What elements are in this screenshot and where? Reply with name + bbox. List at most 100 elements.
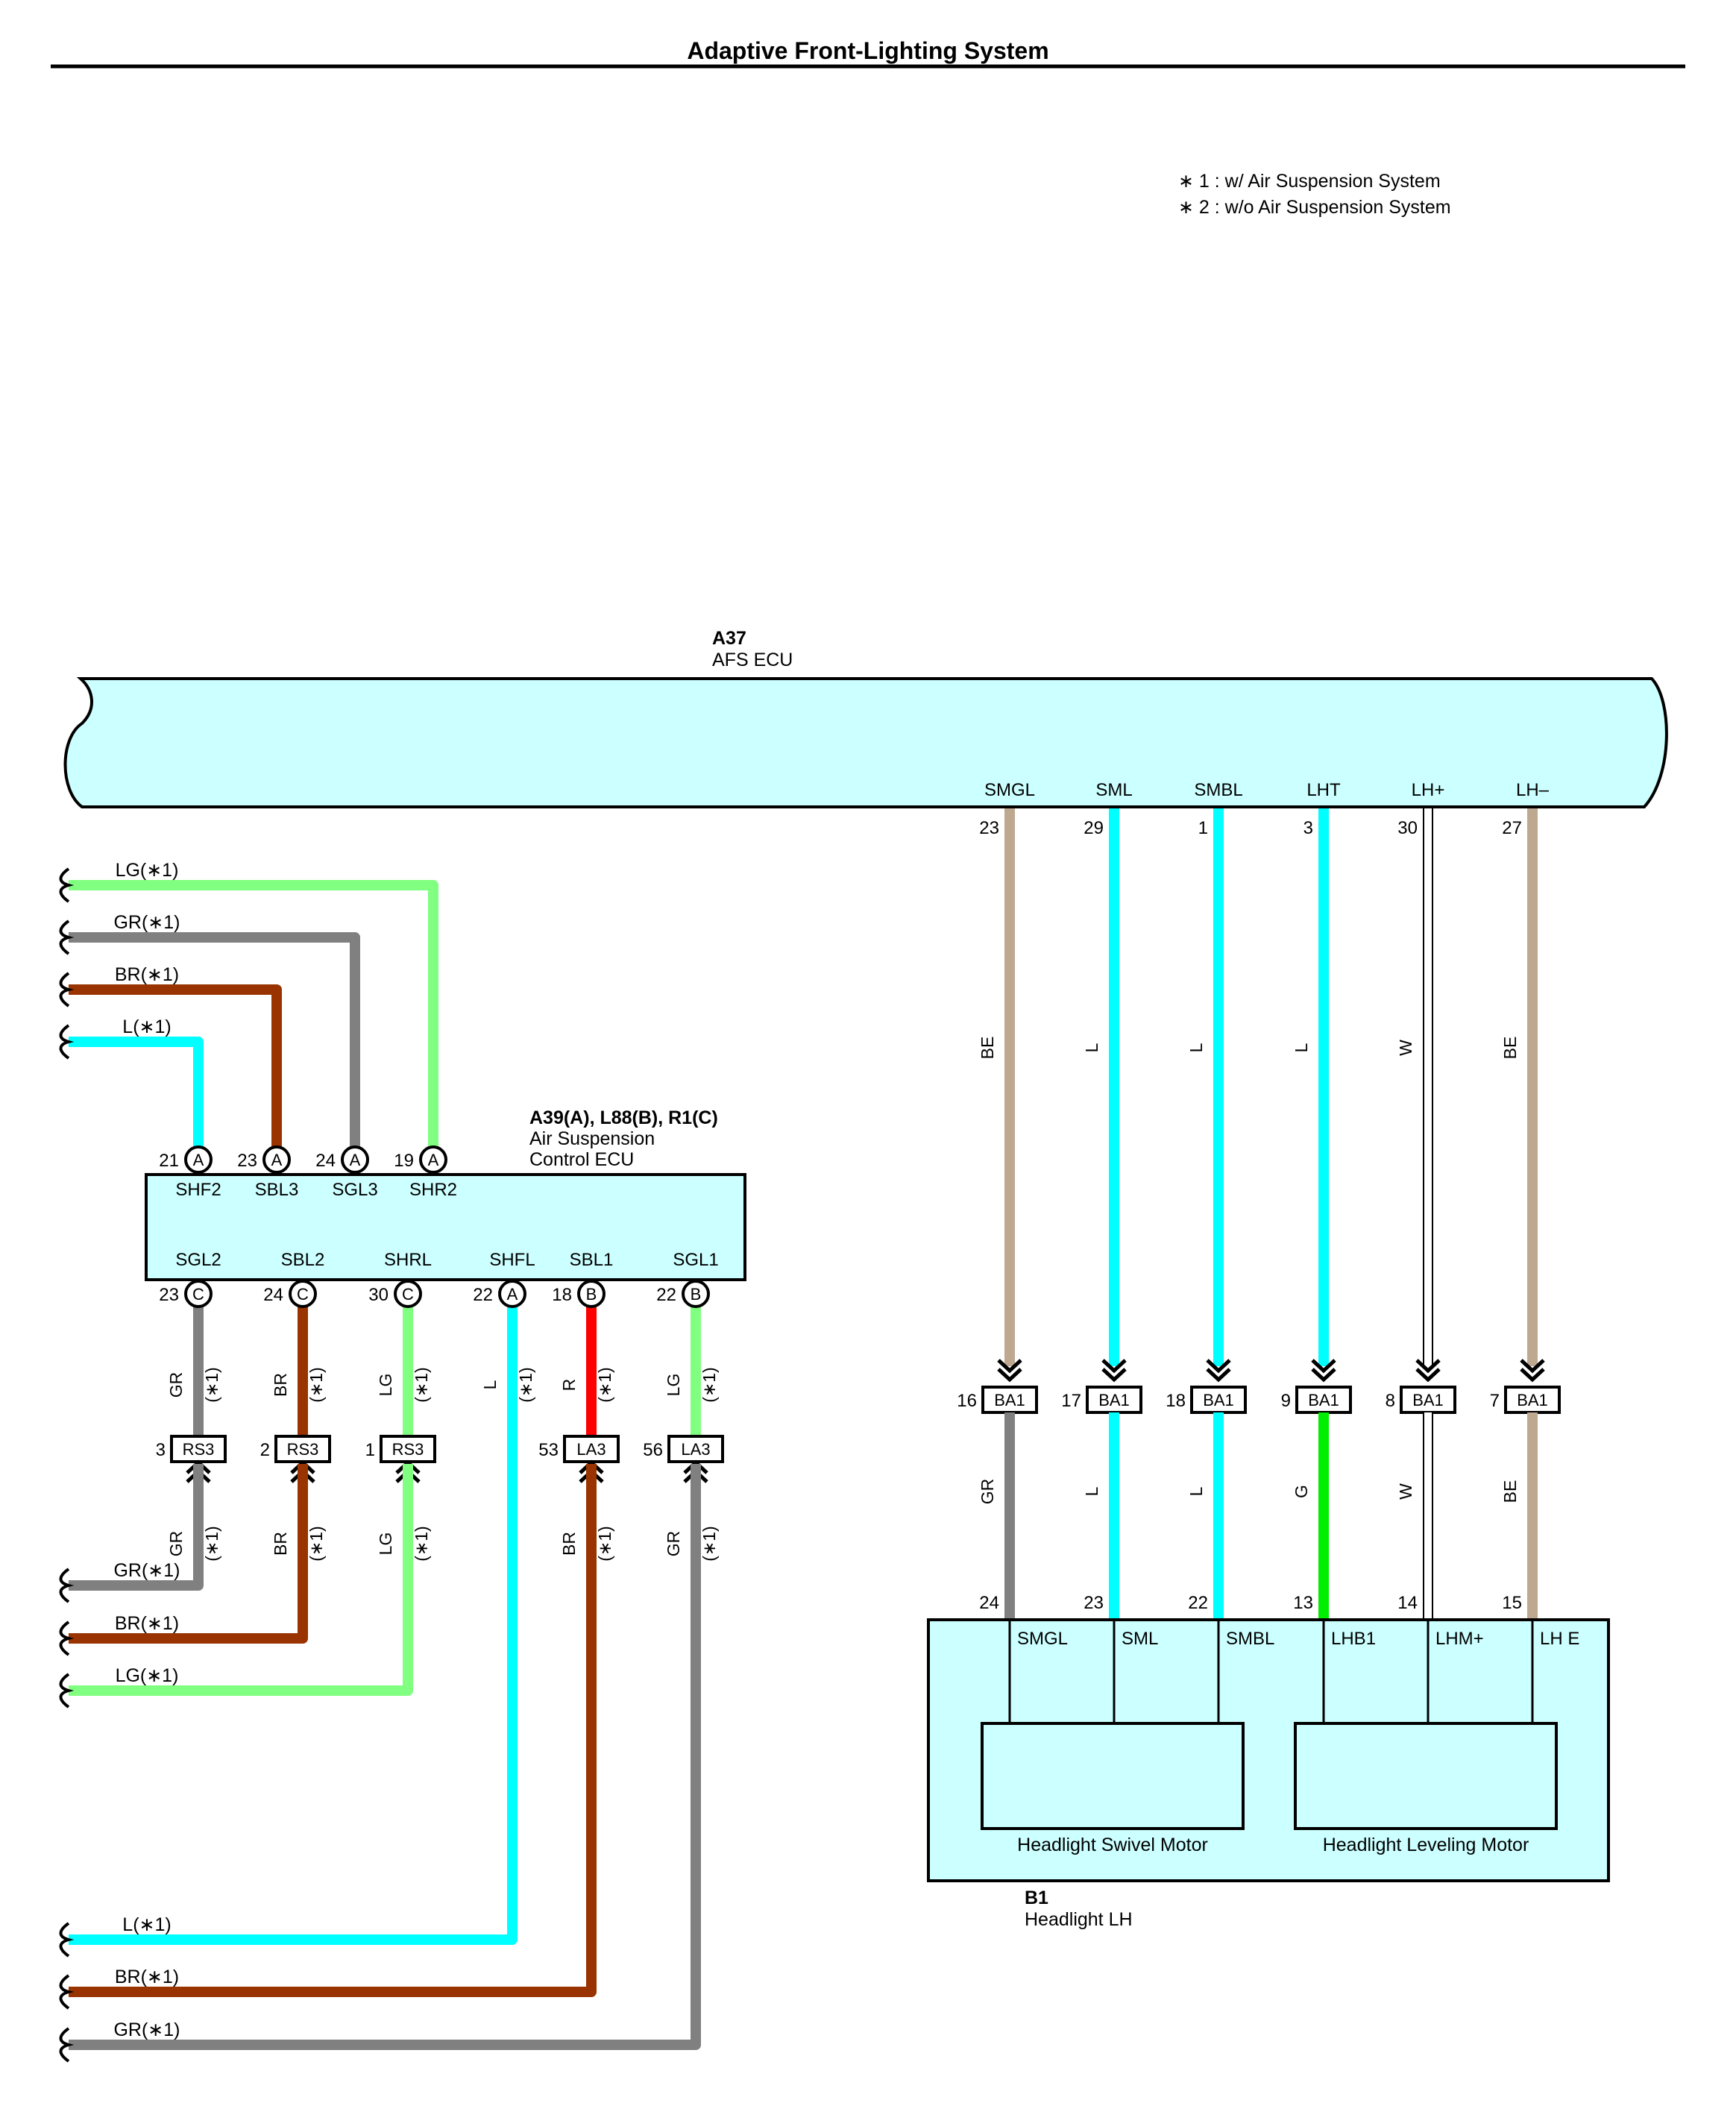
b1-pin-22: 22 [1188,1593,1208,1613]
headlight-leveling-motor-box [1294,1722,1558,1830]
air-junction-RS3-3-label: RS3 [183,1440,215,1459]
afs-signal-SMGL: SMGL [984,780,1035,800]
air-bottom-wire-note-SHFL: (∗1) [516,1367,535,1402]
air-bottom-signal-SBL1: SBL1 [570,1250,614,1270]
air-bottom-wire2-SBL1 [69,1464,597,1997]
afs-wire-group: BEBA116GR24LBA117L23LBA118L22LBA19G13WBA… [957,808,1561,1620]
air-bottom-wire2-SGL2 [69,1464,204,1591]
air-top-wire-label-SBL3: BR(∗1) [115,964,179,985]
air-bottom-wire-code-SBL2: BR [271,1373,290,1397]
air-bottom-connector-SBL2-letter: C [297,1285,309,1304]
air-ecu-code: A39(A), L88(B), R1(C) [529,1107,718,1128]
afs-wire-code-top-LH+: W [1396,1040,1415,1056]
air-bottom-wire2-SHRL [69,1464,413,1696]
air-bottom-break-SGL1 [59,2027,70,2063]
air-bottom-pin-SBL2: 24 [263,1285,283,1305]
air-top-wire-SBL3 [69,984,282,1160]
air-bottom-wire2-code-SBL2: BR [271,1532,290,1556]
air-top-wire-label-SHR2: LG(∗1) [116,860,179,881]
air-bottom-connector-SHRL-letter: C [402,1285,414,1304]
air-top-wire-label-SHF2: L(∗1) [122,1016,171,1037]
b1-signal-3: LHB1 [1331,1629,1376,1649]
air-junction-LA3-56 [667,1435,724,1463]
b1-pin-24: 24 [979,1593,999,1613]
air-bottom-pin-SHRL: 30 [368,1285,389,1305]
air-bottom-signal-SGL2: SGL2 [175,1250,221,1270]
b1-pin-15: 15 [1502,1593,1522,1613]
ba1-connector-8-label: BA1 [1412,1391,1444,1409]
ba1-connector-17 [1086,1386,1142,1414]
air-bottom-wire2-note-SGL1: (∗1) [699,1526,719,1561]
air-bottom-wire2-note-SBL1: (∗1) [595,1526,614,1561]
air-top-wire-SHR2 [69,880,438,1160]
air-bottom-pin-SGL1: 22 [656,1285,676,1305]
ba1-pin-17: 17 [1061,1391,1081,1411]
b1-signal-0: SMGL [1017,1629,1068,1649]
afs-wire-code-top-LH–: BE [1500,1037,1520,1060]
air-bottom-break-SGL2 [59,1568,70,1603]
afs-wire-code-top-SMBL: L [1186,1043,1206,1052]
air-bottom-wire-note-SGL1: (∗1) [699,1367,719,1402]
b1-signal-4: LHM+ [1435,1629,1484,1649]
afs-chevron-LH+ [1415,1359,1441,1383]
air-junction-pin-53: 53 [538,1440,559,1460]
air-bottom-break-SBL1 [59,1974,70,2010]
afs-wire-code-bottom-SMGL: GR [978,1479,997,1505]
afs-signal-LHT: LHT [1306,780,1341,800]
air-bottom-wire-note-SBL1: (∗1) [595,1367,614,1402]
air-bottom-left-label-SBL2: BR(∗1) [115,1613,179,1634]
air-bottom-connector-SHFL [498,1280,526,1308]
air-top-pin-SBL3: 23 [237,1151,257,1171]
air-top-pin-SHF2: 21 [159,1151,179,1171]
afs-pin-27: 27 [1502,818,1522,838]
air-bottom-wire-code-SGL1: LG [664,1374,683,1397]
air-top-signal-SHR2: SHR2 [409,1180,457,1200]
air-bottom-wire2-code-SGL2: GR [166,1531,186,1557]
air-bottom-connector-SBL1-letter: B [586,1285,597,1304]
air-top-connector-SHF2-letter: A [193,1151,204,1169]
air-bottom-left-label-SGL1: GR(∗1) [113,2019,180,2040]
air-suspension-ecu-box [145,1173,746,1281]
air-bottom-wire2-note-SHRL: (∗1) [412,1526,431,1561]
air-bottom-wire-SHFL [69,1294,518,1945]
air-bottom-wire-note-SGL2: (∗1) [202,1367,221,1402]
afs-chevron-LHT [1311,1359,1336,1383]
afs-chevron-SMGL [997,1359,1022,1383]
air-bottom-wire2-code-SHRL: LG [376,1533,395,1556]
headlight-swivel-motor-label: Headlight Swivel Motor [1017,1835,1208,1855]
afs-pin-29: 29 [1084,818,1104,838]
air-bottom-wire2-note-SBL2: (∗1) [306,1526,326,1561]
air-top-break-SHF2 [59,1024,70,1060]
air-junction-LA3-56-label: LA3 [681,1440,710,1459]
air-junction-pin-56: 56 [643,1440,663,1460]
b1-pin-13: 13 [1293,1593,1313,1613]
air-bottom-connector-SBL2 [289,1280,317,1308]
air-top-pin-SGL3: 24 [315,1151,336,1171]
afs-chevron-SMBL [1206,1359,1231,1383]
afs-wire-code-top-LHT: L [1292,1043,1311,1052]
afs-ecu-name: AFS ECU [712,650,793,670]
air-bottom-pin-SHFL: 22 [473,1285,493,1305]
air-junction-RS3-1-label: RS3 [392,1440,424,1459]
afs-signal-LH–: LH– [1516,780,1550,800]
note-1: ∗ 1 : w/ Air Suspension System [1178,171,1441,192]
air-top-connector-SHR2-letter: A [428,1151,439,1169]
air-junction-pin-3: 3 [156,1440,166,1460]
air-bottom-signal-SGL1: SGL1 [673,1250,718,1270]
air-bottom-connector-SGL1-letter: B [691,1285,702,1304]
afs-ecu-code: A37 [712,628,746,649]
ba1-connector-18-label: BA1 [1203,1391,1234,1409]
ba1-pin-7: 7 [1490,1391,1500,1411]
afs-wire-code-top-SMGL: BE [978,1037,997,1060]
afs-wire-code-bottom-LHT: G [1292,1485,1311,1498]
afs-wire-code-bottom-SMBL: L [1186,1486,1206,1496]
air-bottom-wire-code-SHRL: LG [376,1374,395,1397]
afs-pin-3: 3 [1303,818,1313,838]
ba1-connector-16 [981,1386,1038,1414]
ba1-pin-9: 9 [1281,1391,1291,1411]
air-bottom-wire-code-SGL2: GR [166,1372,186,1398]
air-bottom-wire2-SBL2 [69,1464,308,1644]
air-bottom-signal-SHFL: SHFL [489,1250,535,1270]
